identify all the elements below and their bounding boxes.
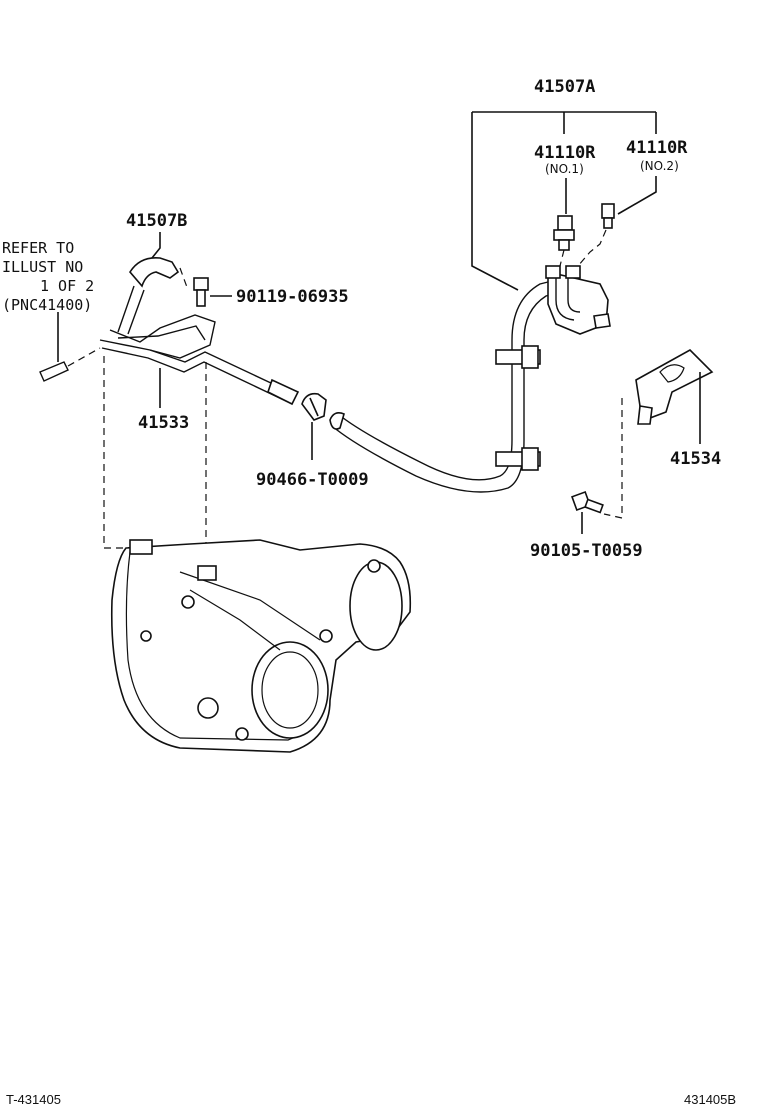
refer-line-2: ILLUST NO [2, 258, 83, 276]
valve-41110R-no1: 41110R (NO.1) [534, 143, 596, 267]
bolt-90105: 90105-T0059 [530, 491, 643, 561]
hose-41507B: 41507B [117, 211, 189, 335]
label-41110R-1: 41110R [534, 143, 596, 163]
label-41507A: 41507A [534, 77, 595, 97]
hose-end-left [39, 347, 101, 382]
hose-assy-41507A: 41507A [329, 77, 657, 493]
label-41534: 41534 [670, 449, 721, 469]
transfer-case-housing [110, 539, 412, 753]
footer-right-code: 431405B [684, 1092, 736, 1107]
label-41110R-2: 41110R [626, 138, 688, 158]
bolt-90119: 90119-06935 [193, 277, 349, 307]
clip-90466: 90466-T0009 [256, 392, 369, 490]
refer-note: REFER TO ILLUST NO 1 OF 2 (PNC41400) [2, 239, 94, 362]
footer-left-code: T-431405 [6, 1092, 61, 1107]
refer-line-3: 1 OF 2 [40, 277, 94, 295]
refer-line-4: (PNC41400) [2, 296, 92, 314]
valve-41110R-no2: 41110R (NO.2) [577, 138, 688, 267]
label-41507B: 41507B [126, 211, 187, 231]
label-90105: 90105-T0059 [530, 541, 643, 561]
note-41110R-2: (NO.2) [640, 159, 679, 173]
tube-41533: 41533 [99, 314, 300, 549]
label-90119: 90119-06935 [236, 287, 349, 307]
note-41110R-1: (NO.1) [545, 162, 584, 176]
label-41533: 41533 [138, 413, 189, 433]
bracket-41534: 41534 [603, 349, 721, 519]
label-90466: 90466-T0009 [256, 470, 369, 490]
refer-line-1: REFER TO [2, 239, 74, 257]
